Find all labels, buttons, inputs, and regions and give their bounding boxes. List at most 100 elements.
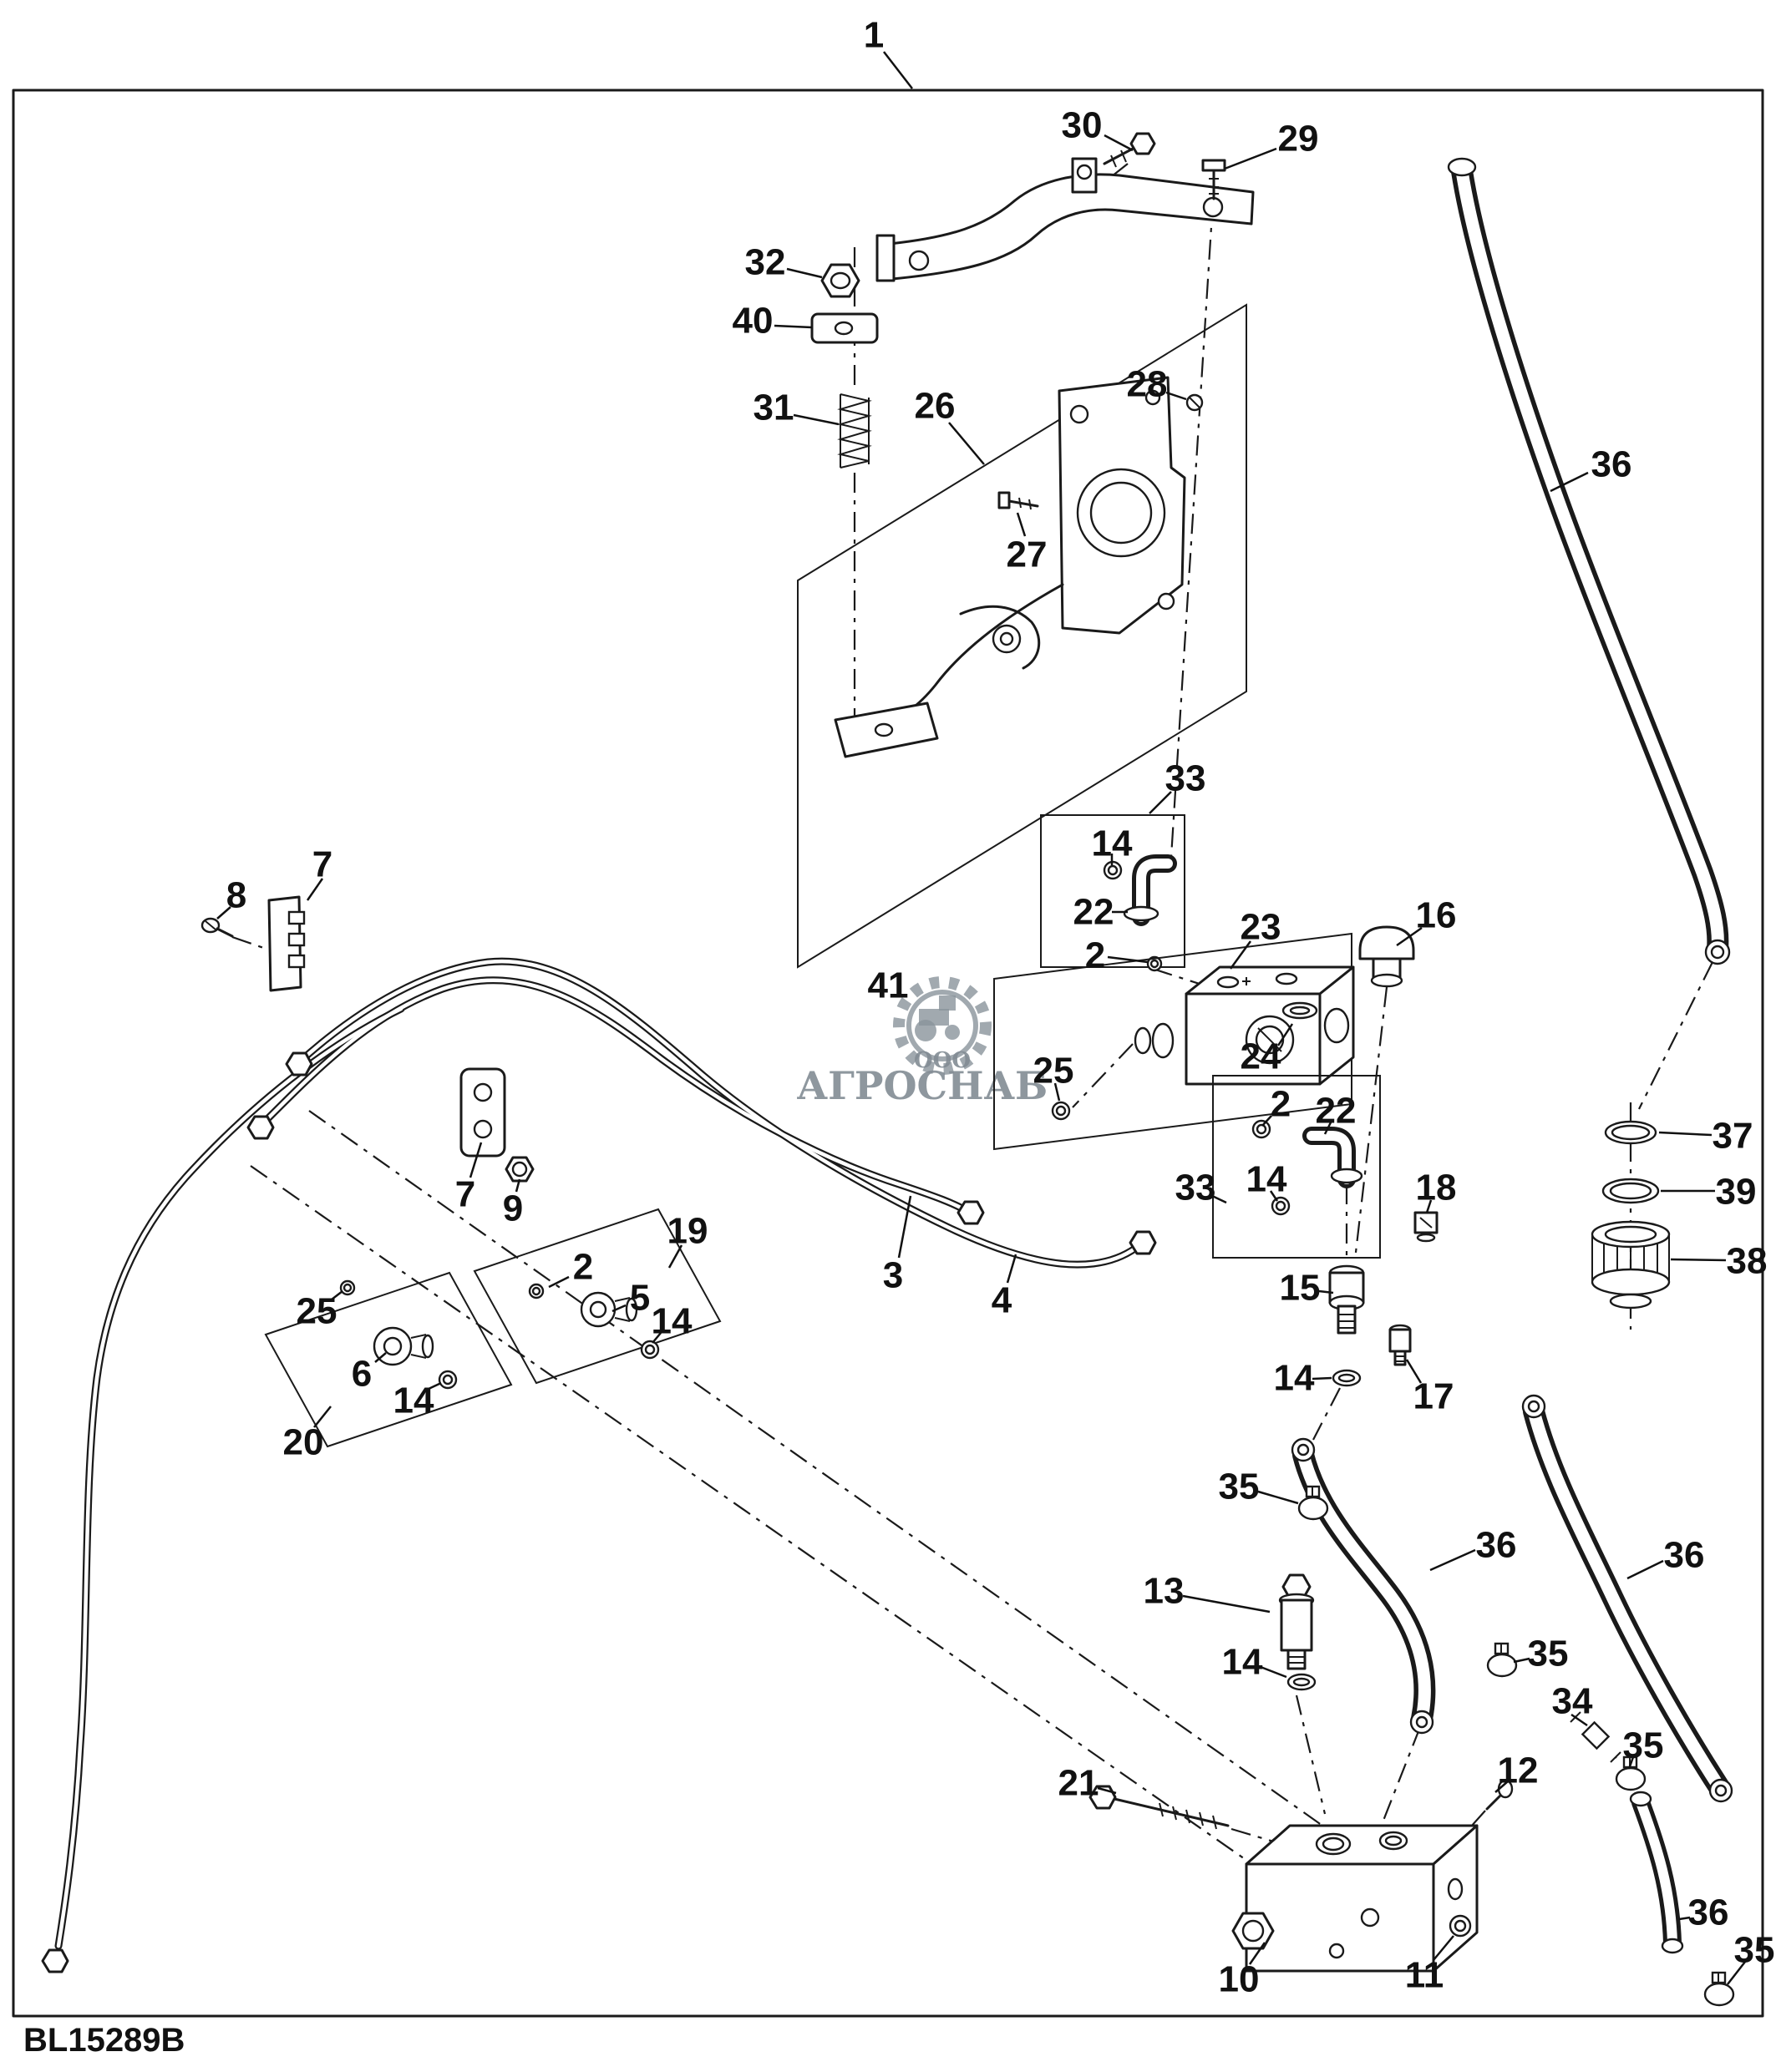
leader-line-35 (1627, 1756, 1635, 1770)
clamp-35 (1486, 1642, 1518, 1678)
o-ring-37 (1604, 1120, 1657, 1145)
connector-5 (580, 1291, 638, 1328)
o-ring-2 (528, 1283, 545, 1299)
part-number-label-2: 2 (573, 1247, 593, 1288)
mounting-strap (888, 173, 1255, 281)
part-number-label-11: 11 (1405, 1955, 1444, 1996)
leader-line-13 (1182, 1594, 1271, 1614)
part-number-label-14: 14 (1222, 1642, 1263, 1683)
part-number-label-14: 14 (393, 1380, 434, 1421)
leader-line-14 (652, 1332, 662, 1344)
bracket-arm (875, 583, 1064, 727)
connector-6 (373, 1326, 434, 1366)
part-number-label-6: 6 (352, 1354, 372, 1395)
panel-26-group (797, 303, 1247, 969)
plug-16 (1358, 925, 1415, 988)
leader-line-32 (786, 267, 823, 279)
part-number-label-33: 33 (1165, 758, 1206, 799)
hose-36-top-right (1447, 157, 1731, 965)
leader-line-4 (1006, 1254, 1017, 1284)
valve-block-23-group (993, 925, 1415, 1151)
leader-line-18 (1425, 1199, 1433, 1213)
part-number-label-26: 26 (915, 386, 956, 427)
part-number-label-14: 14 (1274, 1358, 1315, 1399)
part-number-label-16: 16 (1416, 895, 1457, 936)
leader-line-22 (1323, 1122, 1332, 1135)
leader-line-14 (1260, 1665, 1287, 1679)
part-number-label-36: 36 (1476, 1525, 1517, 1566)
leader-line-7 (469, 1142, 483, 1178)
leader-line-35 (1727, 1961, 1746, 1985)
leader-line-12 (1494, 1781, 1509, 1793)
part-number-label-38: 38 (1727, 1241, 1768, 1282)
elbow-fitting-22 (1123, 854, 1177, 926)
part-number-label-33: 33 (1175, 1168, 1216, 1208)
tractor-logo (915, 995, 960, 1041)
seal-kit-right (1591, 1120, 1671, 1310)
part-number-label-28: 28 (1127, 364, 1168, 405)
figure-code: BL15289B (23, 2022, 185, 2059)
leader-line-17 (1405, 1359, 1423, 1384)
part-number-label-18: 18 (1416, 1168, 1457, 1208)
part-number-label-8: 8 (226, 875, 246, 916)
top-bracket-assembly (810, 132, 1255, 469)
part-number-label-32: 32 (745, 242, 786, 283)
part-number-label-35: 35 (1219, 1467, 1260, 1507)
leader-line-21 (1097, 1786, 1117, 1795)
part-number-label-15: 15 (1280, 1268, 1321, 1309)
leader-line-14 (1312, 1376, 1332, 1380)
leader-line-30 (1104, 134, 1134, 152)
part-number-label-35: 35 (1528, 1634, 1569, 1674)
leader-line-11 (1433, 1935, 1454, 1961)
leader-line-36 (1550, 471, 1589, 493)
leader-line-2 (1107, 955, 1149, 964)
part-number-label-7: 7 (455, 1174, 475, 1215)
part-number-label-10: 10 (1219, 1959, 1260, 2000)
leader-line-8 (216, 906, 231, 919)
leader-line-19 (667, 1244, 683, 1269)
part-number-label-35: 35 (1734, 1930, 1775, 1971)
part-number-label-22: 22 (1316, 1091, 1357, 1132)
leader-line-9 (515, 1178, 521, 1193)
valve-block-10 (1231, 1824, 1479, 1973)
bolt-21 (1088, 1785, 1230, 1830)
leader-line-23 (1229, 940, 1252, 970)
hose-36-bottom (1629, 1791, 1684, 1954)
leader-line-7 (306, 878, 324, 901)
o-ring-14 (1271, 1196, 1291, 1216)
leader-line-36 (1626, 1559, 1664, 1580)
leader-line-31 (793, 413, 840, 426)
part-number-label-14: 14 (1246, 1159, 1287, 1200)
leader-line-3 (897, 1195, 912, 1259)
part-number-label-19: 19 (667, 1211, 708, 1252)
leader-line-5 (611, 1304, 627, 1313)
part-number-label-1: 1 (864, 15, 884, 56)
cartridge-valve-13 (1278, 1573, 1315, 1670)
nut-9 (505, 1156, 535, 1183)
leader-line-10 (1248, 1942, 1266, 1965)
part-number-label-5: 5 (630, 1278, 650, 1319)
part-number-label-29: 29 (1278, 119, 1319, 160)
o-ring-25 (1051, 1101, 1071, 1121)
part-number-label-23: 23 (1241, 907, 1281, 948)
hose-36-middle (1291, 1437, 1436, 1735)
leader-line-33 (1210, 1193, 1227, 1204)
leader-line-16 (1396, 926, 1423, 947)
barb-fitting-34 (1570, 1711, 1621, 1763)
part-number-label-17: 17 (1413, 1376, 1454, 1417)
relief-knob (1231, 1912, 1275, 1950)
border-frame (12, 89, 1764, 2018)
leader-line-28 (1165, 391, 1187, 401)
part-number-label-21: 21 (1058, 1763, 1099, 1804)
part-number-label-14: 14 (1092, 823, 1133, 864)
part-number-label-36: 36 (1591, 444, 1632, 485)
leader-line-29 (1224, 147, 1277, 170)
o-ring-39 (1601, 1178, 1660, 1204)
part-number-label-36: 36 (1688, 1892, 1729, 1933)
fitting-17 (1388, 1324, 1412, 1366)
part-number-label-4: 4 (992, 1280, 1012, 1321)
screw-8 (200, 917, 234, 938)
o-ring-25 (339, 1279, 356, 1296)
leader-line-36 (1678, 1916, 1691, 1921)
